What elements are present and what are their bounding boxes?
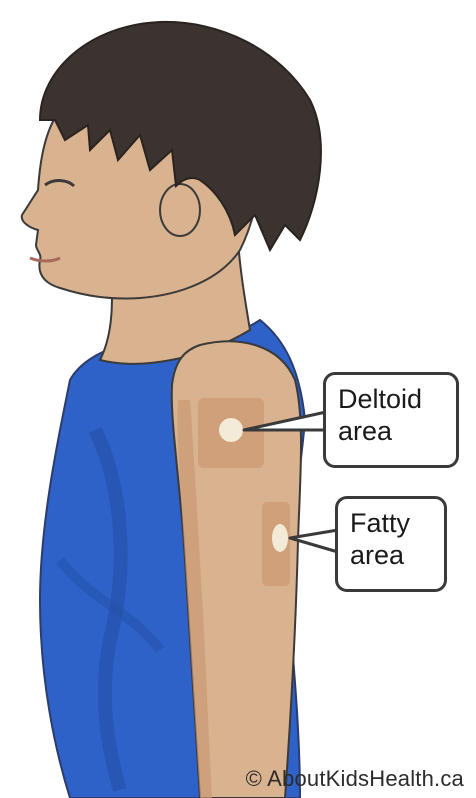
copyright-credit: © AboutKidsHealth.ca [246, 766, 464, 792]
fatty-callout-line2: area [350, 539, 432, 571]
ear [160, 184, 200, 236]
deltoid-callout-line1: Deltoid [338, 383, 444, 415]
deltoid-area-callout: Deltoid area [323, 372, 459, 468]
fatty-callout-line1: Fatty [350, 507, 432, 539]
deltoid-callout-line2: area [338, 415, 444, 447]
fatty-injection-spot [272, 524, 288, 552]
fatty-area-callout: Fatty area [335, 496, 447, 592]
deltoid-injection-spot [219, 418, 243, 442]
